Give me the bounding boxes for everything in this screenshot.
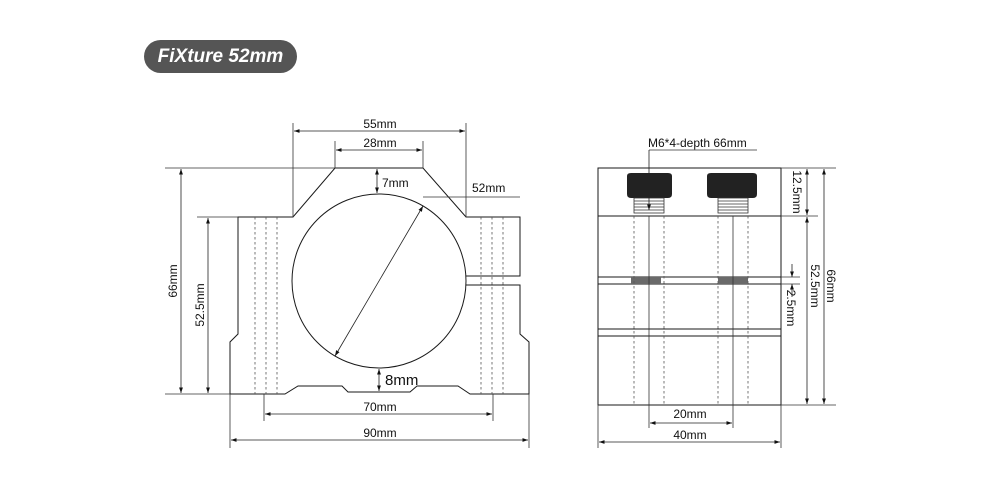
front-upper-body [229,167,530,395]
label-gap: 2.5mm [784,290,798,327]
label-side-height-body: 52.5mm [808,264,822,307]
side-view: M6*4-depth 66mm 12.5mm 52.5mm 66mm 2.5mm… [597,136,838,448]
label-width-neck: 28mm [363,136,396,150]
front-bore-circle [291,193,467,369]
title-badge: FiXture 52mm [144,40,297,73]
label-screw: M6*4-depth 66mm [648,136,747,150]
label-top-wall: 7mm [382,176,409,190]
label-height-total: 66mm [166,264,180,297]
screw-head-left [627,173,672,214]
label-bore: 52mm [472,181,505,195]
label-cap: 12.5mm [790,170,804,213]
label-width-top: 55mm [363,117,396,131]
label-width-inner: 70mm [363,400,396,414]
label-bottom-wall: 8mm [385,372,418,389]
label-width-total: 90mm [363,426,396,440]
front-view: 55mm 28mm 7mm 52mm 66mm 52.5mm 8 [165,117,530,448]
label-hole-spacing: 20mm [673,407,706,421]
label-side-width: 40mm [673,428,706,442]
side-gap-strip-1 [631,277,661,284]
label-side-height-total: 66mm [824,269,838,302]
side-body [597,167,782,406]
screw-head-right [707,173,757,214]
dim-bore [334,205,424,357]
label-height-body: 52.5mm [193,283,207,326]
